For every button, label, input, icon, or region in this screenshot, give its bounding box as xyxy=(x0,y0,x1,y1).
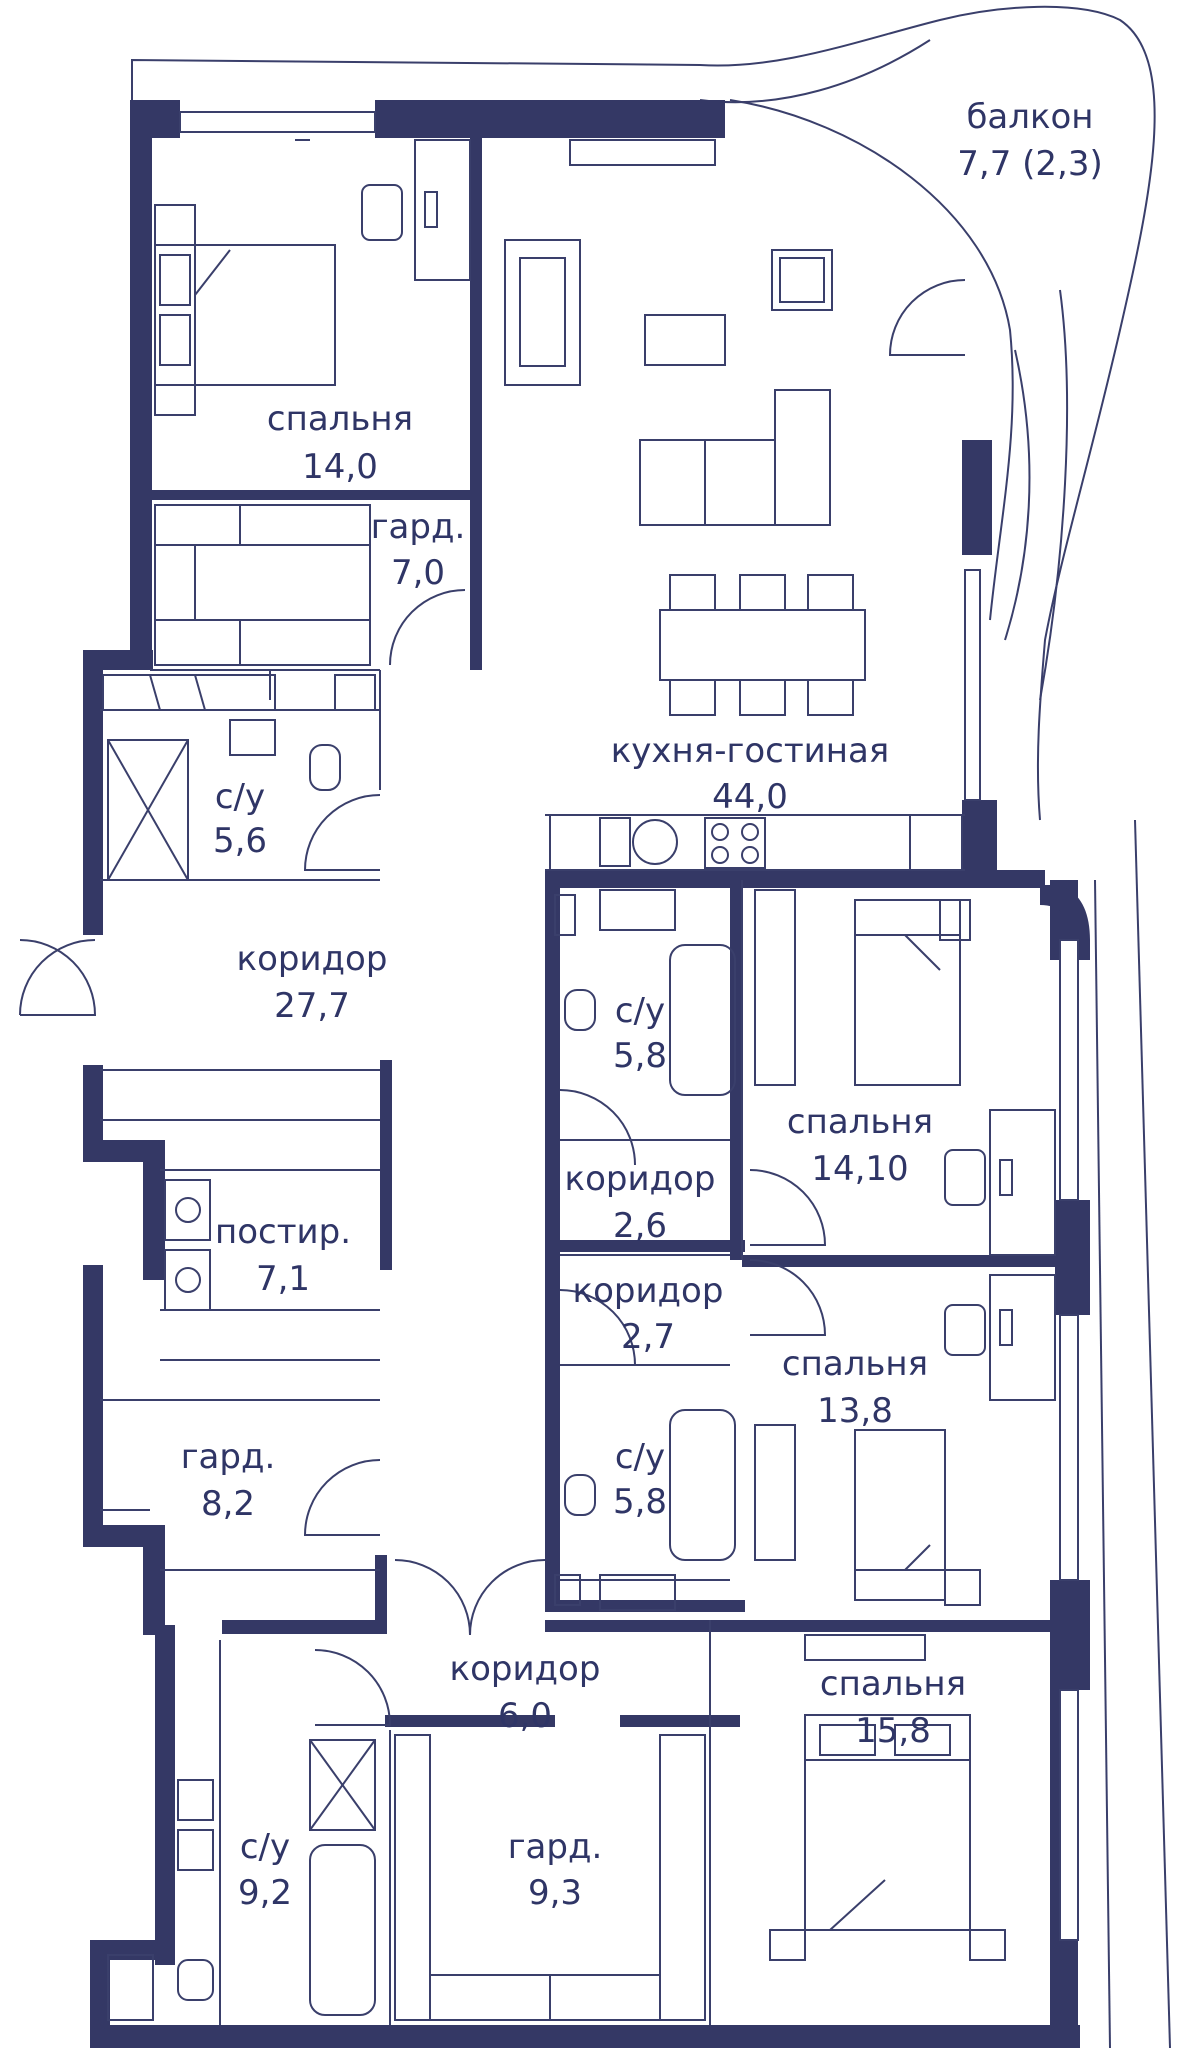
laundry-area: 7,1 xyxy=(256,1259,310,1299)
bath-bottom-area: 9,2 xyxy=(238,1873,292,1913)
bath-left-area: 5,6 xyxy=(213,821,267,861)
corridor-main-label: коридор xyxy=(237,939,388,979)
furniture-wardrobe-bottom xyxy=(394,1734,706,2021)
walls xyxy=(83,100,1090,2048)
room-labels: балкон 7,7 (2,3) спальня 14,0 гард. 7,0 … xyxy=(181,97,1103,1913)
laundry-label: постир. xyxy=(215,1212,351,1252)
furniture-living xyxy=(504,239,866,716)
bedroom-top-area: 14,0 xyxy=(302,447,378,487)
bedroom-top-label: спальня xyxy=(267,399,413,439)
furniture-bath-mid-bottom xyxy=(554,1409,736,1611)
furniture-kitchen-counter xyxy=(549,814,963,871)
wardrobe-top-area: 7,0 xyxy=(391,553,445,593)
corridor-small-1-label: коридор xyxy=(565,1159,716,1199)
furniture-bedroom-lower xyxy=(754,1274,1056,1606)
wardrobe-top-label: гард. xyxy=(371,507,466,547)
bedroom-lower-label: спальня xyxy=(782,1344,928,1384)
bath-mid-bottom-area: 5,8 xyxy=(613,1482,667,1522)
bath-mid-top-label: с/у xyxy=(615,991,665,1031)
balcony-area: 7,7 (2,3) xyxy=(957,144,1102,184)
corridor-small-2-area: 2,7 xyxy=(621,1317,675,1357)
kitchen-living-area: 44,0 xyxy=(712,777,788,817)
furniture-laundry xyxy=(164,1179,211,1311)
kitchen-living-label: кухня-гостиная xyxy=(611,731,890,771)
furniture-bath-left xyxy=(102,674,376,881)
corridor-bottom-label: коридор xyxy=(450,1649,601,1689)
bedroom-mid-area: 14,10 xyxy=(811,1149,908,1189)
balcony-outline xyxy=(131,5,1171,2048)
corridor-bottom-area: 6,0 xyxy=(498,1696,552,1736)
furniture-wardrobe-top xyxy=(154,504,371,666)
corridor-small-2-label: коридор xyxy=(573,1271,724,1311)
furniture-bedroom-bottom xyxy=(769,1634,1006,1961)
bath-bottom-label: с/у xyxy=(240,1827,290,1867)
wardrobe-bottom-area: 9,3 xyxy=(528,1873,582,1913)
bath-mid-top-area: 5,8 xyxy=(613,1036,667,1076)
furniture-bedroom-top xyxy=(154,139,716,416)
furniture-bedroom-mid xyxy=(754,889,1056,1256)
bath-mid-bottom-label: с/у xyxy=(615,1437,665,1477)
furniture-bath-mid-top xyxy=(554,889,736,1096)
bedroom-lower-area: 13,8 xyxy=(817,1391,893,1431)
corridor-main-area: 27,7 xyxy=(274,986,350,1026)
balcony-label: балкон xyxy=(966,97,1093,137)
partitions xyxy=(100,111,1079,2025)
wardrobe-bottom-label: гард. xyxy=(508,1827,603,1867)
furniture-bath-bottom xyxy=(107,1739,376,2021)
corridor-small-1-area: 2,6 xyxy=(613,1206,667,1246)
bedroom-mid-label: спальня xyxy=(787,1102,933,1142)
bedroom-bottom-area: 15,8 xyxy=(855,1711,931,1751)
bedroom-bottom-label: спальня xyxy=(820,1664,966,1704)
wardrobe-mid-label: гард. xyxy=(181,1437,276,1477)
bath-left-label: с/у xyxy=(215,777,265,817)
doors xyxy=(19,279,966,1726)
wardrobe-mid-area: 8,2 xyxy=(201,1484,255,1524)
